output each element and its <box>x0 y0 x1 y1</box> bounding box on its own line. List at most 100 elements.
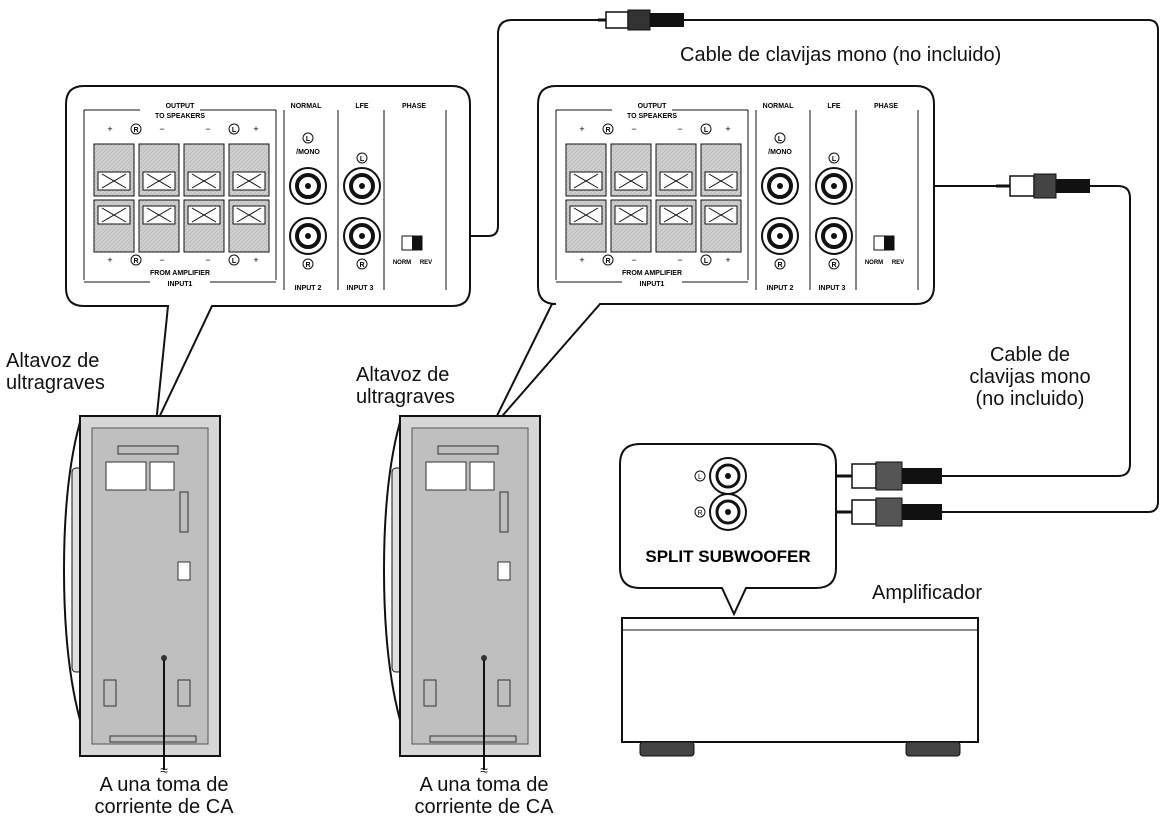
mono-label: /MONO <box>296 149 320 156</box>
cable-label-right-line1: Cable de <box>989 344 1071 366</box>
normal-label: NORMAL <box>291 103 322 110</box>
speaker-terminal-icon <box>228 199 270 253</box>
polarity-mark: + <box>725 255 730 265</box>
split-subwoofer-label: SPLIT SUBWOOFER <box>645 547 810 566</box>
rear-panel-right: OUTPUT TO SPEAKERS FROM AMPLIFIER INPUT1 + R −… <box>555 103 919 292</box>
lfe-label: LFE <box>355 103 369 110</box>
cable-label-top: Cable de clavijas mono (no incluido) <box>680 44 1002 66</box>
polarity-mark: + <box>579 255 584 265</box>
from-amplifier-label: FROM AMPLIFIER <box>150 270 210 277</box>
amplifier-callout: L R SPLIT SUBWOOFER <box>619 443 837 617</box>
polarity-bottom-l: L <box>704 258 709 265</box>
rca-jack-icon <box>815 217 853 255</box>
polarity-mark: + <box>107 255 112 265</box>
polarity-r: R <box>605 127 610 134</box>
input2-label: INPUT 2 <box>767 285 794 292</box>
cable-label-right-line3: (no incluido) <box>975 388 1085 410</box>
polarity-mark: − <box>159 255 164 265</box>
speaker-terminal-icon <box>93 143 135 197</box>
jack-r-label: R <box>777 262 782 269</box>
speaker-terminal-icon <box>93 199 135 253</box>
rca-plug-icon <box>836 461 942 491</box>
subwoofer-left <box>62 415 221 770</box>
rev-label: REV <box>420 260 432 266</box>
norm-label: NORM <box>865 260 883 266</box>
subwoofer-right <box>382 415 541 770</box>
input1-label: INPUT1 <box>168 281 193 288</box>
polarity-r: R <box>133 127 138 134</box>
jack-r-label: R <box>305 262 310 269</box>
speaker-terminal-icon <box>138 143 180 197</box>
polarity-l: L <box>232 127 237 134</box>
rca-plug-icon <box>598 9 684 31</box>
cable-label-right-line2: clavijas mono <box>969 366 1091 388</box>
mono-label: /MONO <box>768 149 792 156</box>
polarity-mark: − <box>677 255 682 265</box>
subwoofer-label-left-line1: Altavoz de <box>6 350 100 372</box>
outlet-label-right: ≈ A una toma de corriente de CA <box>384 762 584 818</box>
speaker-terminal-icon <box>565 143 607 197</box>
polarity-mark: + <box>253 124 258 134</box>
polarity-mark: + <box>253 255 258 265</box>
input1-label: INPUT1 <box>640 281 665 288</box>
tilde-icon: ≈ <box>160 762 168 778</box>
output-label: OUTPUT <box>166 103 196 110</box>
output-label: OUTPUT <box>638 103 668 110</box>
amp-jack-label-r: R <box>697 510 702 517</box>
subwoofer-label-left: Altavoz de ultragraves <box>6 350 105 394</box>
outlet-label-left-line2: corriente de CA <box>94 796 234 818</box>
to-speakers-label: TO SPEAKERS <box>155 113 205 120</box>
polarity-mark: − <box>631 124 636 134</box>
subwoofer-label-right: Altavoz de ultragraves <box>356 364 455 408</box>
polarity-mark: + <box>107 124 112 134</box>
speaker-terminal-icon <box>565 199 607 253</box>
speaker-terminal-icon <box>610 143 652 197</box>
polarity-mark: − <box>677 124 682 134</box>
polarity-bottom-l: L <box>232 258 237 265</box>
input3-label: INPUT 3 <box>347 285 374 292</box>
rca-jack-icon <box>343 167 381 205</box>
rca-jack-icon <box>709 493 747 531</box>
input2-label: INPUT 2 <box>295 285 322 292</box>
rca-jack-icon <box>709 457 747 495</box>
phase-switch-icon <box>401 235 423 251</box>
rca-jack-icon <box>289 217 327 255</box>
rev-label: REV <box>892 260 904 266</box>
jack-l-label-lfe: L <box>360 156 365 163</box>
polarity-bottom-r: R <box>133 258 138 265</box>
speaker-terminal-icon <box>183 199 225 253</box>
polarity-mark: + <box>579 124 584 134</box>
phase-label: PHASE <box>402 103 426 110</box>
subwoofer-label-right-line2: ultragraves <box>356 386 455 408</box>
outlet-label-left-line1: A una toma de <box>99 774 229 796</box>
rca-jack-icon <box>761 167 799 205</box>
to-speakers-label: TO SPEAKERS <box>627 113 677 120</box>
speaker-terminal-icon <box>655 143 697 197</box>
speaker-terminal-icon <box>183 143 225 197</box>
speaker-terminal-icon <box>655 199 697 253</box>
amplifier-label: Amplificador <box>872 582 983 604</box>
polarity-l: L <box>704 127 709 134</box>
subwoofer-label-right-line1: Altavoz de <box>356 364 450 386</box>
rca-plug-icon <box>996 173 1090 199</box>
rca-jack-icon <box>289 167 327 205</box>
speaker-terminal-icon <box>138 199 180 253</box>
norm-label: NORM <box>393 260 411 266</box>
polarity-mark: − <box>631 255 636 265</box>
subwoofer-label-left-line2: ultragraves <box>6 372 105 394</box>
rca-jack-icon <box>761 217 799 255</box>
jack-l-label: L <box>778 136 783 143</box>
normal-label: NORMAL <box>763 103 794 110</box>
rear-panel-left: OUTPUT TO SPEAKERS FROM AMPLIFIER INPUT1 + R −… <box>83 103 447 292</box>
speaker-terminal-icon <box>228 143 270 197</box>
amplifier-box <box>621 617 979 757</box>
from-amplifier-label: FROM AMPLIFIER <box>622 270 682 277</box>
phase-label: PHASE <box>874 103 898 110</box>
tilde-icon: ≈ <box>480 762 488 778</box>
jack-l-label-lfe: L <box>832 156 837 163</box>
jack-r-label-lfe: R <box>359 262 364 269</box>
jack-r-label-lfe: R <box>831 262 836 269</box>
polarity-mark: − <box>159 124 164 134</box>
polarity-bottom-r: R <box>605 258 610 265</box>
